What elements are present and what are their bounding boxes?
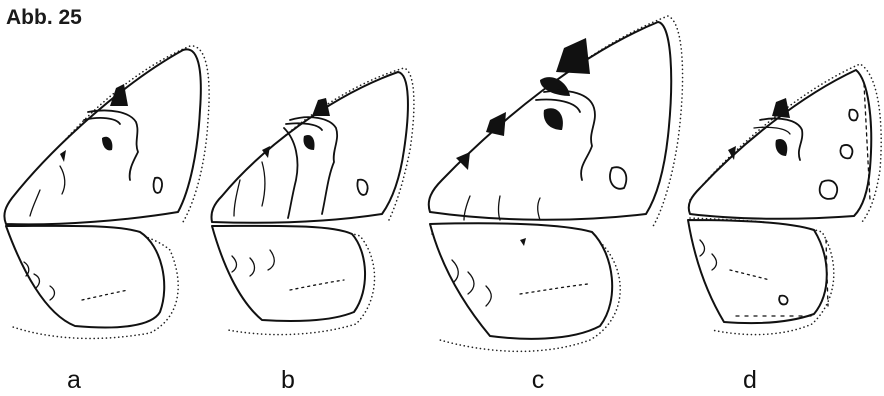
eyespot-d <box>820 180 838 199</box>
hindwing-a <box>6 226 164 328</box>
wing-drawing-d <box>688 64 881 335</box>
panel-label-b: b <box>281 366 295 394</box>
eyespot-c <box>610 167 626 189</box>
hindwing-d <box>688 220 827 323</box>
eyespot-b <box>357 180 367 195</box>
wing-drawing-c <box>429 16 683 351</box>
panel-label-c: c <box>532 366 545 394</box>
panel-label-a: a <box>67 366 81 394</box>
forewing-a <box>4 49 200 224</box>
dark-mark-b1 <box>312 98 330 116</box>
panel-label-d: d <box>743 366 757 394</box>
wing-drawing-b <box>211 68 413 335</box>
wing-drawing-a <box>4 46 209 339</box>
dark-mark-c1 <box>556 38 590 74</box>
dark-mark-d1 <box>772 98 790 118</box>
eyespot-a <box>154 178 162 193</box>
dark-mark-c4 <box>486 112 506 136</box>
hindwing-b <box>212 226 365 321</box>
